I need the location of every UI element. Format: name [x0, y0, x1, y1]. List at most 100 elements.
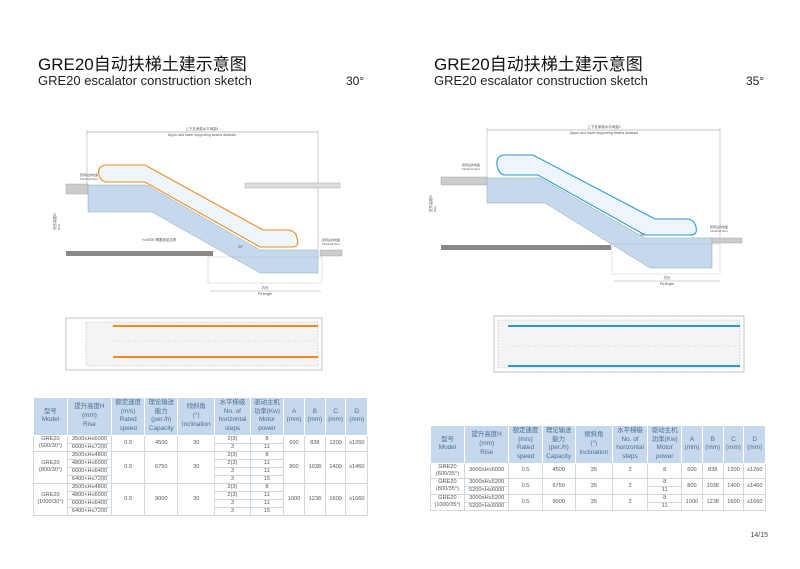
power-cell: 8: [249, 434, 285, 444]
rise-cell: 4800<H≤6000: [66, 458, 113, 468]
svg-text:Pit length: Pit length: [660, 282, 675, 286]
left-title-en: GRE20 escalator construction sketch: [38, 73, 252, 88]
dim-B-cell: 1038: [303, 450, 326, 484]
dim-B-cell: 1238: [303, 482, 326, 516]
svg-text:Finished floor: Finished floor: [80, 177, 98, 181]
dim-B-cell: 1038: [701, 477, 724, 495]
right-title-en: GRE20 escalator construction sketch: [434, 73, 648, 88]
dim-D-cell: ≥1460: [743, 477, 766, 495]
steps-cell: 2: [611, 493, 649, 511]
steps-cell: 3: [214, 506, 251, 516]
capacity-cell: 4500: [144, 434, 179, 452]
power-cell: 8: [647, 462, 682, 479]
rise-cell: 3500≤H≤4800: [66, 450, 113, 460]
column-header: A(mm): [681, 425, 703, 464]
rise-cell: 3000≤H≤6000: [463, 462, 510, 479]
rise-cell: 6400<H≤7200: [66, 506, 113, 516]
steps-cell: 2(3): [214, 450, 251, 460]
inclination-cell: 35: [574, 477, 613, 495]
right-beam-distance-cn: 上下支承梁水平间距L: [587, 124, 620, 129]
model-cell: GRE20(800/30°): [33, 450, 68, 484]
rise-cell: 4800<H≤6000: [66, 490, 113, 500]
rise-cell: 3000≤H≤5200: [463, 493, 510, 503]
dim-C-cell: 1200: [722, 462, 745, 479]
power-cell: 11: [249, 466, 285, 476]
column-header: B(mm): [303, 397, 326, 436]
dim-A-cell: 800: [681, 477, 703, 495]
rise-cell: 3500≤H≤6000: [66, 434, 113, 444]
inclination-cell: 30: [177, 450, 216, 484]
dim-D-cell: ≥1460: [345, 450, 368, 484]
column-header: 理论输送能力(per./h)Capacity: [541, 425, 576, 464]
right-elevation-drawing: 上下支承梁水平间距L Upper and lower supporting be…: [428, 124, 743, 286]
steps-cell: 2(3): [214, 482, 251, 492]
dim-A-cell: 1000: [681, 493, 703, 511]
speed-cell: 0.5: [508, 462, 543, 479]
svg-text:装饰后的地面: 装饰后的地面: [710, 224, 728, 229]
power-cell: 11: [249, 498, 285, 508]
rise-cell: 6400<H≤7200: [66, 474, 113, 484]
model-cell: GRE20(1000/35°): [430, 493, 465, 511]
rise-cell: 6000<H≤7200: [66, 442, 113, 452]
steps-cell: 3: [214, 466, 251, 476]
right-beam-distance-en: Upper and lower supporting beams distanc…: [570, 131, 639, 135]
right-angle: 35°: [746, 74, 765, 88]
dim-D-cell: ≥1660: [743, 493, 766, 511]
dim-C-cell: 1600: [722, 493, 745, 511]
power-cell: 15: [249, 506, 285, 516]
power-cell: 8: [249, 450, 285, 460]
dim-B-cell: 1238: [701, 493, 724, 511]
power-cell: 11: [249, 442, 285, 452]
rise-cell: 6000<H≤6400: [66, 498, 113, 508]
column-header: 倾斜角(°)Inclination: [574, 425, 613, 464]
page-number: 14/15: [750, 532, 768, 539]
dim-B-cell: 838: [701, 462, 724, 479]
svg-text:30°: 30°: [238, 245, 244, 249]
table-row: 5200<H≤6000 11: [431, 501, 766, 511]
right-plan-drawing: [493, 315, 745, 373]
dim-D-cell: ≥1260: [743, 462, 766, 479]
model-cell: GRE20(600/30°): [33, 434, 68, 452]
svg-text:装饰后的地面: 装饰后的地面: [322, 237, 340, 242]
dim-D-cell: ≥1260: [345, 434, 368, 452]
svg-text:Finished floor: Finished floor: [710, 229, 728, 233]
column-header: D(mm): [345, 397, 368, 436]
steps-cell: 3: [214, 498, 251, 508]
left-beam-distance-en: Upper and lower supporting beams distanc…: [168, 133, 237, 137]
speed-cell: 0.5: [508, 493, 543, 511]
capacity-cell: 9000: [541, 493, 576, 511]
dim-C-cell: 1200: [324, 434, 347, 452]
column-header: 提升高度H(mm)Rise: [463, 425, 510, 464]
steps-cell: 2(3): [214, 434, 251, 444]
dim-A-cell: 600: [283, 434, 305, 452]
column-header: D(mm): [743, 425, 766, 464]
inclination-cell: 30: [177, 482, 216, 516]
right-pit-length-cn: 坑长: [664, 275, 672, 280]
inclination-cell: 35: [574, 493, 613, 511]
right-finished-floor-cn: 装饰后的地面: [462, 162, 480, 167]
steps-cell: 2(3): [214, 490, 251, 500]
left-handrail: [98, 164, 299, 248]
speed-cell: 0.5: [508, 477, 543, 495]
power-cell: 11: [249, 458, 285, 468]
steps-cell: 2(3): [214, 458, 251, 468]
model-cell: GRE20(800/35°): [430, 477, 465, 495]
rise-cell: 5200<H≤6000: [463, 501, 510, 511]
column-header: C(mm): [722, 425, 745, 464]
left-angle: 30°: [346, 74, 365, 88]
power-cell: 11: [647, 501, 682, 511]
svg-text:Pit length: Pit length: [258, 292, 273, 296]
